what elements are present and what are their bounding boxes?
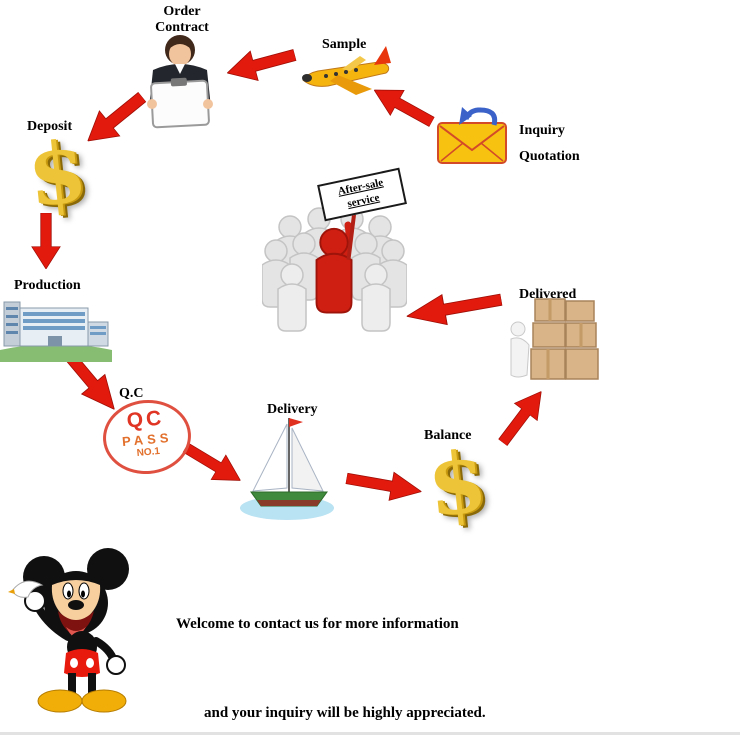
sample-label: Sample	[322, 37, 367, 52]
delivered-boxes-icon	[510, 298, 599, 380]
airplane-icon	[302, 46, 391, 95]
email-inquiry-icon	[437, 107, 507, 164]
delivery-label: Delivery	[267, 402, 318, 417]
inquiry-quotation-label: Inquiry Quotation	[519, 123, 580, 164]
arrow-sample-to-order	[223, 39, 299, 89]
clipboard-woman-icon	[147, 35, 213, 129]
footer-line-2: and your inquiry will be highly apprecia…	[204, 705, 486, 721]
balance-label: Balance	[424, 428, 472, 443]
dollar-deposit-icon: $	[22, 121, 92, 226]
dollar-balance-icon: $	[422, 431, 492, 536]
production-label: Production	[14, 278, 81, 293]
sailboat-icon	[240, 418, 334, 520]
order-contract-label: Order Contract	[155, 4, 209, 36]
mickey-mouse-icon	[8, 548, 129, 713]
arrow-delivered-to-aftersale	[403, 284, 505, 332]
arrow-balance-to-delivered	[491, 382, 553, 452]
bottom-divider	[0, 732, 740, 735]
qc-label: Q.C	[119, 386, 144, 401]
deposit-label: Deposit	[27, 119, 73, 134]
footer-line-1: Welcome to contact us for more informati…	[176, 616, 459, 632]
arrow-delivery-to-balance	[343, 463, 425, 507]
factory-icon	[0, 301, 112, 362]
